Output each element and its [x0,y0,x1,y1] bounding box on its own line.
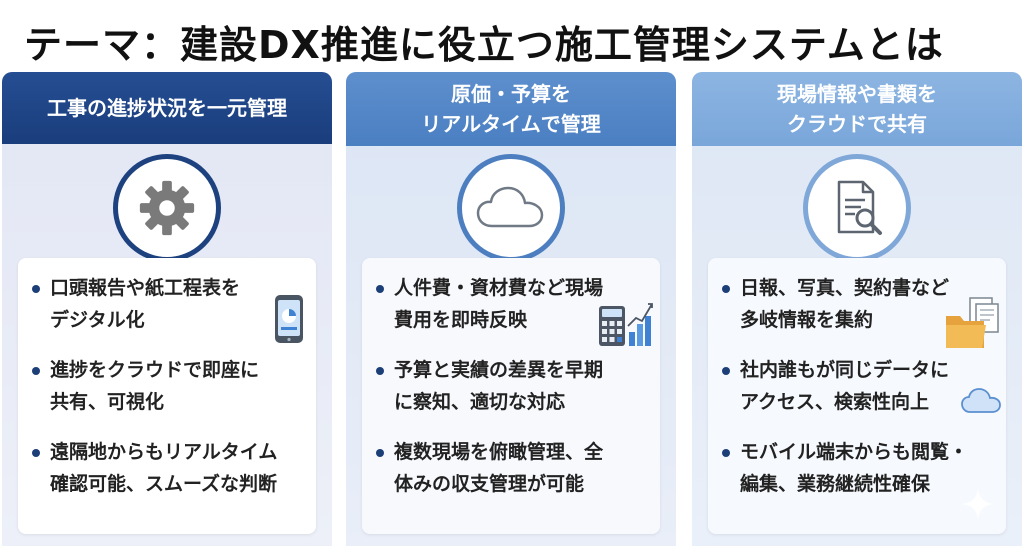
bullet-card: 人件費・資材費など現場 費用を即時反映 予算と実績の差異を早期 に察知、適切な対… [362,258,660,534]
bullet-card: 日報、写真、契約書など 多岐情報を集約 社内誰もが同じデータに アクセス、検索性… [708,258,1006,534]
icon-circle [457,154,565,262]
bullet-item: 遠隔地からもリアルタイム 確認可能、スムーズな判断 [30,436,310,500]
bullet-item: 進捗をクラウドで即座に 共有、可視化 [30,354,310,418]
bullet-text: 進捗をクラウドで即座に 共有、可視化 [50,359,260,413]
panel-header-label: 現場情報や書類を クラウドで共有 [777,82,937,136]
bullet-dot [722,449,730,457]
bullet-item: モバイル端末からも閲覧・ 編集、業務継続性確保 [720,436,1000,500]
bullet-text: 遠隔地からもリアルタイム 確認可能、スムーズな判断 [50,441,278,495]
bullet-dot [376,367,384,375]
bullet-item: 複数現場を俯瞰管理、全 体みの収支管理が可能 [374,436,654,500]
panel-documents: 現場情報や書類を クラウドで共有 日報、写真、契約書など 多岐情報を集約 社内誰… [692,72,1022,546]
bullet-dot [722,285,730,293]
bullet-text: 口頭報告や紙工程表を デジタル化 [50,277,241,331]
bullet-dot [32,449,40,457]
panel-cost: 原価・予算を リアルタイムで管理 人件費・資材費など現場 費用を即時反映 予算と… [346,72,676,546]
bullet-item: 社内誰もが同じデータに アクセス、検索性向上 [720,354,1000,418]
bullet-text: 日報、写真、契約書など 多岐情報を集約 [740,277,950,331]
cloud-icon [476,186,544,228]
bullet-dot [376,285,384,293]
bullet-item: 日報、写真、契約書など 多岐情報を集約 [720,272,1000,336]
sparkle-icon [962,488,994,520]
bullet-text: 人件費・資材費など現場 費用を即時反映 [394,277,604,331]
bullet-dot [32,367,40,375]
calculator-chart-icon [599,303,653,346]
panel-header: 工事の進捗状況を一元管理 [2,72,332,144]
panel-header-label: 原価・予算を リアルタイムで管理 [421,82,601,136]
panel-header-label: 工事の進捗状況を一元管理 [47,96,287,120]
bullet-dot [376,449,384,457]
bullet-item: 口頭報告や紙工程表を デジタル化 [30,272,310,336]
bullet-dot [32,285,40,293]
icon-circle [803,154,911,262]
icon-circle [113,154,221,262]
folder-documents-icon [946,297,999,348]
bullet-text: モバイル端末からも閲覧・ 編集、業務継続性確保 [740,441,969,495]
panel-progress: 工事の進捗状況を一元管理 口頭報告や紙工程表を デジタル化 進捗をクラウドで即座… [2,72,332,546]
bullet-text: 予算と実績の差異を早期 に察知、適切な対応 [394,359,604,413]
bullet-item: 予算と実績の差異を早期 に察知、適切な対応 [374,354,654,418]
bullet-card: 口頭報告や紙工程表を デジタル化 進捗をクラウドで即座に 共有、可視化 遠隔地か… [18,258,316,534]
smartphone-chart-icon [275,295,303,343]
panel-header: 現場情報や書類を クラウドで共有 [692,72,1022,146]
panel-header: 原価・予算を リアルタイムで管理 [346,72,676,146]
bullet-item: 人件費・資材費など現場 費用を即時反映 [374,272,654,336]
gear-icon [139,180,195,236]
bullet-text: 複数現場を俯瞰管理、全 体みの収支管理が可能 [394,441,604,495]
bullet-text: 社内誰もが同じデータに アクセス、検索性向上 [740,359,950,413]
page-title: テーマ：建設DX推進に役立つ施工管理システムとは [24,23,944,67]
bullet-dot [722,367,730,375]
cloud-icon [961,388,1001,413]
document-search-icon [837,180,882,235]
